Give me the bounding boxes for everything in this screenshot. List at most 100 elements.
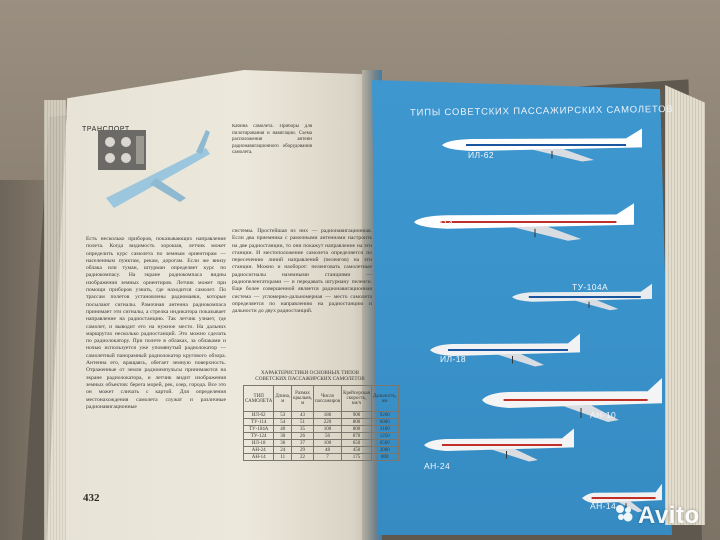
aircraft-drawing [414, 203, 634, 241]
table-cell: 43 [291, 411, 314, 419]
table-cell: 35 [291, 425, 314, 433]
wing [575, 299, 619, 311]
table-cell: АН-24 [242, 446, 275, 454]
wing [563, 404, 619, 422]
illustration-caption: Кабина самолета. Приборы для пилотирован… [232, 124, 312, 155]
livery-stripe [503, 399, 648, 401]
wing-schematic [150, 178, 186, 202]
page-number: 432 [83, 492, 100, 504]
table-header-cell: Размах крыльев, м [291, 385, 314, 412]
wing [497, 353, 544, 367]
aircraft-label: ТУ-114 [424, 218, 454, 228]
aircraft-label: ИЛ-18 [440, 354, 466, 364]
section-title: ТРАНСПОРТ [82, 126, 130, 133]
table-cell: 870 [341, 432, 372, 440]
aircraft-label: АН-24 [424, 461, 451, 471]
table-cell: АН-14 [242, 453, 275, 461]
aircraft-label: АН-14 [590, 501, 617, 511]
article-column-2: системы. Простейшая из них — радионавига… [232, 228, 372, 315]
livery-stripe [466, 144, 626, 146]
livery-stripe [442, 444, 562, 446]
watermark-text: Avito [638, 502, 700, 529]
table-cell: 40 [273, 425, 293, 433]
right-page-edges [665, 85, 705, 525]
table-cell: 900 [341, 411, 372, 419]
aircraft-label: ИЛ-62 [468, 150, 494, 160]
aircraft-drawing [512, 283, 652, 311]
aircraft-specs-table: ТИП САМОЛЕТА Длина, м Размах крыльев, м … [242, 385, 399, 461]
aircraft-drawing [430, 333, 580, 367]
table-header-cell: ТИП САМОЛЕТА [242, 385, 275, 412]
table-cell: ТУ-114 [242, 418, 275, 426]
wing [532, 148, 594, 162]
aircraft-drawing [582, 483, 662, 513]
table-cell: 650 [341, 439, 372, 447]
avito-logo-icon [614, 502, 634, 530]
table-cell: 800 [370, 453, 399, 461]
aircraft-schematic [106, 148, 210, 208]
table-cell: 54 [273, 418, 293, 426]
livery-stripe [528, 296, 641, 298]
table-cell: 24 [273, 446, 293, 454]
table-cell: 7 [312, 453, 343, 461]
left-page-edges [44, 100, 66, 540]
table-cell: 37 [291, 439, 314, 447]
gauge-icon [121, 153, 131, 163]
tail-schematic [196, 130, 210, 154]
table-cell: 26 [291, 432, 314, 440]
table-caption: ХАРАКТЕРИСТИКИ ОСНОВНЫХ ТИПОВ СОВЕТСКИХ … [255, 370, 365, 383]
aircraft-drawing [482, 378, 662, 422]
fuselage [424, 428, 574, 451]
wing [513, 226, 582, 241]
table-cell: 22 [291, 453, 314, 461]
wing [618, 501, 643, 513]
instrument-column [136, 136, 144, 164]
gauge-icon [121, 137, 131, 147]
table-cell: 56 [312, 432, 343, 440]
table-cell: 30 [273, 432, 293, 440]
aircraft-label: АН-10 [590, 410, 617, 420]
table-cell: 100 [312, 439, 343, 447]
table-cell: ИЛ-62 [242, 411, 275, 419]
avito-watermark: Avito [614, 502, 700, 530]
livery-stripe [448, 349, 568, 351]
aircraft-drawing [442, 128, 642, 162]
table-cell: 51 [291, 418, 314, 426]
table-cell: ТУ-104А [242, 425, 275, 433]
fuselage [430, 333, 580, 356]
aircraft-illustrations [414, 128, 662, 513]
table-cell: 100 [312, 425, 343, 433]
table-header-cell: Число пассажиров [312, 385, 343, 412]
aircraft-drawing [424, 428, 574, 462]
table-cell: 11 [273, 453, 293, 461]
table-cell: 175 [341, 453, 372, 461]
table-cell: ИЛ-18 [242, 439, 275, 447]
cockpit-and-antenna-illustration [98, 130, 210, 208]
table-header-cell: Крейсерская скорость, км/ч [341, 385, 372, 412]
table-cell: 48 [312, 446, 343, 454]
gauge-icon [105, 153, 115, 163]
table-cell: 800 [341, 418, 372, 426]
table-cell: 450 [341, 446, 372, 454]
article-column-1: Есть несколько приборов, показывающих на… [86, 236, 226, 410]
wing [491, 448, 538, 462]
aircraft-label: ТУ-104А [572, 282, 609, 292]
table-cell: 220 [312, 418, 343, 426]
livery-stripe [440, 221, 617, 223]
table-header-row: ТИП САМОЛЕТА Длина, м Размах крыльев, м … [242, 385, 399, 412]
livery-stripe [591, 497, 656, 499]
table-cell: 800 [341, 425, 372, 433]
fuselage [442, 128, 642, 151]
table-cell: 186 [312, 411, 343, 419]
table-cell: 29 [291, 446, 314, 454]
fuselage [482, 378, 662, 408]
table-cell: 53 [273, 411, 293, 419]
gauge-icon [105, 137, 115, 147]
table-cell: 36 [273, 439, 293, 447]
table-header-cell: Длина, м [273, 385, 293, 412]
table-cell: ТУ-124 [242, 432, 275, 440]
